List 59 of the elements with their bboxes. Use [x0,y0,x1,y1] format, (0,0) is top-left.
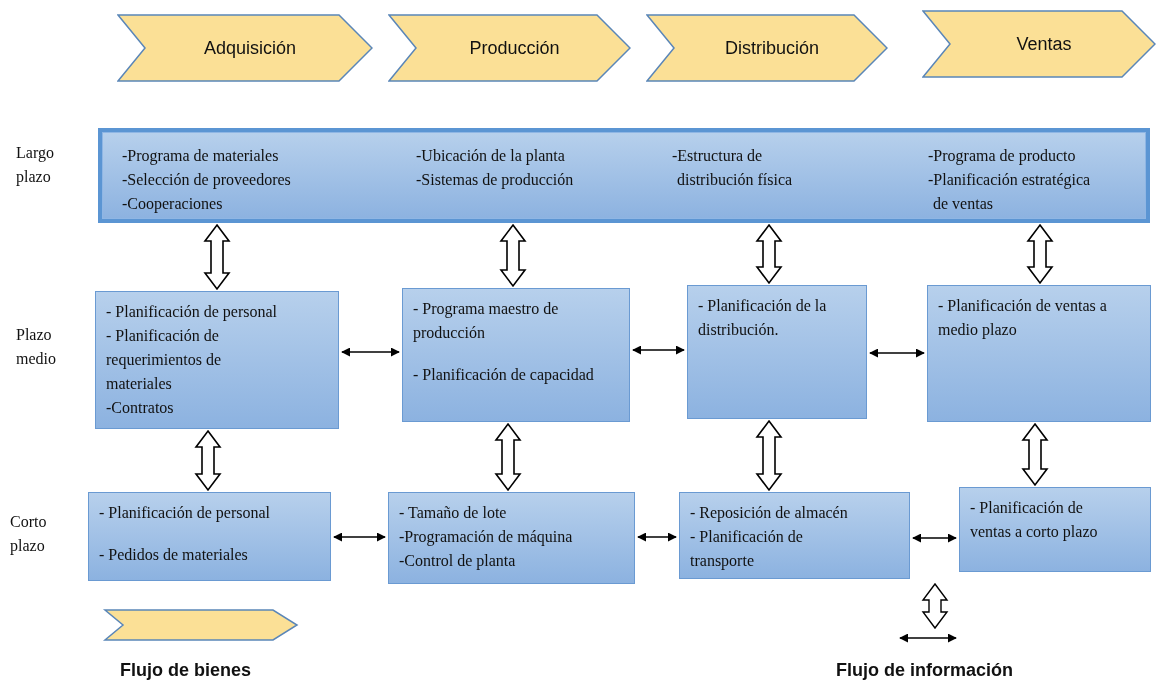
band-item: -Planificación estratégica de ventas [928,170,1092,214]
row-label: Largo plazo [16,143,55,188]
legend-label: Flujo de información [836,660,1013,681]
planning-item: - Planificación de ventas a medio plazo [938,296,1108,341]
double-arrow [632,345,685,355]
stage-header [388,14,631,82]
double-arrow [333,532,386,542]
band-item: -Sistemas de producción [416,170,575,191]
band-item: -Selección de proveedores [122,170,292,191]
planning-item: -Programación de máquina [399,527,574,548]
double-arrow [869,348,925,358]
planning-box [95,291,339,429]
planning-item: - Planificación de requerimientos de materiales [106,326,223,394]
band-item: -Programa de materiales [122,146,280,167]
planning-item: - Reposición de almacén [690,503,849,524]
stage-label: Producción [468,37,560,59]
double-arrow [637,532,677,542]
stage-header [922,10,1156,78]
legend-label: Flujo de bienes [120,660,252,681]
planning-item: - Planificación de personal [106,302,279,323]
planning-box [402,288,630,422]
hollow-double-arrow [1026,223,1054,285]
row-label: Plazo medio [16,325,57,369]
planning-item: -Contratos [106,398,175,418]
hollow-double-arrow [194,429,222,492]
planning-item: - Tamaño de lote [399,503,508,523]
hollow-double-arrow [755,223,783,285]
planning-box [959,487,1151,572]
band-item: -Estructura de distribución física [672,146,794,190]
row-label: Corto plazo [10,512,48,557]
planning-item: - Programa maestro de producción [413,299,560,344]
stage-label: Distribución [723,37,819,59]
planning-item: - Pedidos de materiales [99,545,249,565]
planning-item: -Control de planta [399,551,517,572]
band-item: -Ubicación de la planta [416,146,566,167]
hollow-double-arrow [203,223,231,291]
planning-box [679,492,910,579]
hollow-double-arrow [1021,422,1049,487]
planning-item: - Planificación de capacidad [413,365,595,386]
band-item: -Cooperaciones [122,194,224,215]
double-arrow [912,533,957,543]
planning-box [388,492,635,584]
stage-label: Adquisición [202,37,297,59]
stage-header [117,14,373,82]
planning-item: - Planificación de personal [99,503,272,524]
planning-item: - Planificación de transporte [690,527,804,572]
stage-label: Ventas [1015,33,1072,55]
planning-box [88,492,331,581]
hollow-double-arrow [494,422,522,492]
planning-item: - Planificación de ventas a corto plazo [970,498,1099,543]
planning-band [98,128,1150,223]
planning-box [927,285,1151,422]
hollow-double-arrow [755,419,783,492]
band-item: -Programa de producto [928,146,1077,167]
double-arrow [341,347,400,357]
planning-box [687,285,867,419]
hollow-double-arrow [499,223,527,288]
stage-header [646,14,888,82]
planning-item: - Planificación de la distribución. [698,296,828,340]
